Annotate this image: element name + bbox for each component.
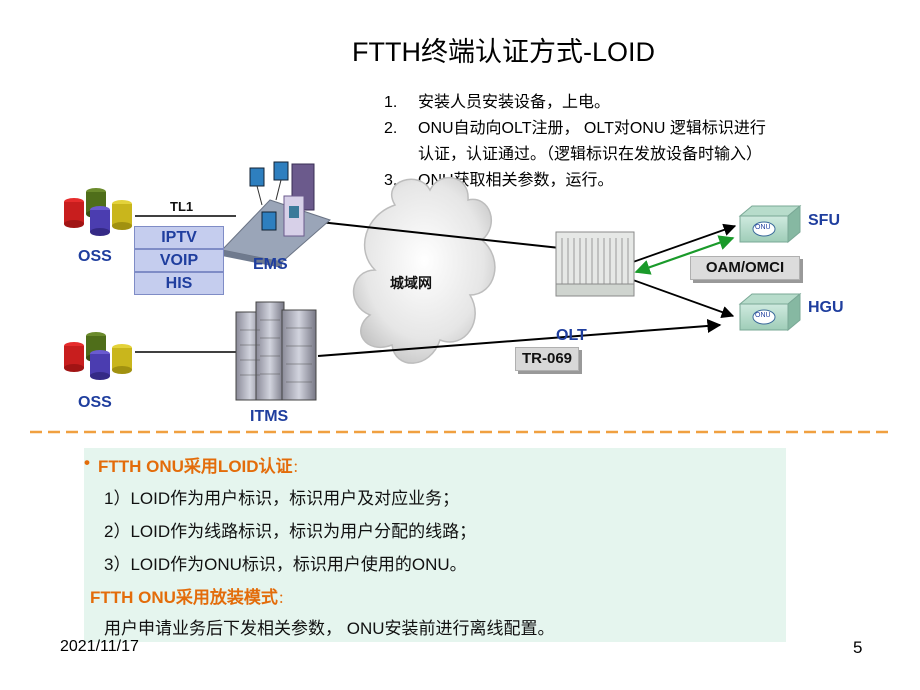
mode-heading: FTTH ONU采用放装模式： — [90, 588, 291, 607]
step-number: 1. — [384, 94, 398, 111]
footer-date: 2021/11/17 — [60, 638, 139, 655]
itms-hgu-link — [317, 318, 722, 357]
olt-hgu-link — [632, 279, 735, 319]
bullet-dot: • — [84, 453, 90, 472]
itms-server-icon — [235, 301, 317, 401]
mode-note: 用户申请业务后下发相关参数， ONU安装前进行离线配置。 — [104, 619, 555, 638]
step-text: ONU自动向OLT注册， OLT对ONU 逻辑标识进行 — [418, 120, 766, 137]
tl1-label: TL1 — [170, 199, 194, 214]
sfu-label: SFU — [808, 212, 840, 229]
ems-olt-link — [319, 221, 561, 249]
hgu-onu-icon — [738, 292, 802, 332]
step-item: 3. ONU获取相关参数，运行。 — [384, 168, 766, 194]
step-item: 1. 安装人员安装设备，上电。 — [384, 90, 766, 116]
service-box-his: HIS — [134, 272, 224, 295]
ems-server-icon — [221, 161, 331, 268]
sfu-onu-chip-label: ONU — [755, 224, 771, 231]
itms-label: ITMS — [250, 408, 289, 425]
metro-cloud — [353, 176, 496, 364]
loid-item-2: 2）LOID作为线路标识，标识为用户分配的线路； — [104, 522, 477, 541]
ems-label: EMS — [253, 256, 288, 273]
sfu-onu-icon — [738, 204, 802, 244]
loid-item-3: 3）LOID作为ONU标识，标识用户使用的ONU。 — [104, 555, 467, 574]
step-text: ONU获取相关参数，运行。 — [418, 172, 614, 189]
oam-omci-link — [634, 235, 735, 275]
service-box-iptv: IPTV — [134, 226, 224, 249]
loid-summary-panel — [84, 448, 786, 642]
oss-top-label: OSS — [78, 248, 112, 265]
oss-bottom-database-icon — [64, 332, 132, 380]
olt-label: OLT — [556, 327, 587, 344]
page-number: 5 — [853, 638, 863, 657]
step-item: 2. ONU自动向OLT注册， OLT对ONU 逻辑标识进行认证，认证通过。（逻辑… — [384, 116, 766, 168]
olt-device-icon — [555, 231, 635, 297]
oss-top-database-icon — [64, 188, 132, 236]
hgu-onu-chip-label: ONU — [755, 312, 771, 319]
oam-omci-tag: OAM/OMCI — [690, 256, 800, 280]
service-box-voip: VOIP — [134, 249, 224, 272]
step-number: 3. — [384, 172, 398, 189]
slide-title: FTTH终端认证方式-LOID — [352, 37, 655, 67]
step-number: 2. — [384, 120, 398, 137]
tr069-tag: TR-069 — [515, 347, 579, 371]
metro-label: 城域网 — [390, 275, 432, 291]
step-text: 认证，认证通过。（逻辑标识在发放设备时输入） — [418, 146, 763, 163]
loid-heading: FTTH ONU采用LOID认证： — [98, 457, 306, 476]
loid-item-1: 1）LOID作为用户标识，标识用户及对应业务； — [104, 489, 460, 508]
hgu-label: HGU — [808, 299, 844, 316]
oss-bottom-label: OSS — [78, 394, 112, 411]
step-text: 安装人员安装设备，上电。 — [418, 94, 611, 111]
steps-list: 1. 安装人员安装设备，上电。 2. ONU自动向OLT注册， OLT对ONU 逻辑标… — [384, 90, 766, 194]
